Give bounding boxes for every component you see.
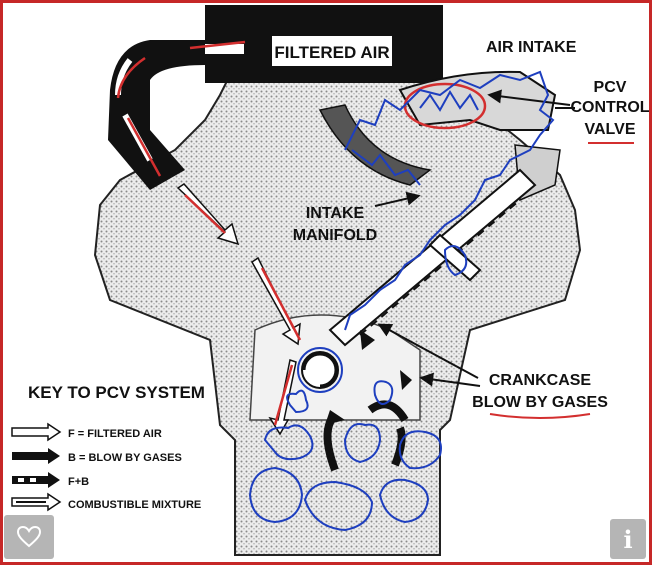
pcv-key: KEY TO PCV SYSTEM F = FILTERED AIR B = B… [11,383,205,512]
favorite-button[interactable] [4,515,54,559]
crankshaft [301,330,412,472]
crankcase-underline [489,413,591,419]
key-item-f-plus-b: F+B [12,472,89,488]
air-intake-label: AIR INTAKE [486,39,577,56]
filtered-air-label: FILTERED AIR [274,43,389,62]
key-item-blow-by: B = BLOW BY GASES [12,448,182,464]
pcv-label-line1: PCV [594,79,627,96]
key-item-label: F = FILTERED AIR [68,428,162,440]
crankcase-line2: BLOW BY GASES [472,394,608,411]
key-item-filtered-air: F = FILTERED AIR [11,422,162,442]
crankcase-line1: CRANKCASE [489,372,592,389]
pcv-hose [318,70,561,202]
intake-manifold-pointer [374,191,421,207]
red-annotations [116,40,487,426]
key-item-label: F+B [68,476,89,488]
crankcase-pointer-2 [419,372,481,387]
air-cleaner: FILTERED AIR [172,5,482,83]
key-title: KEY TO PCV SYSTEM [28,383,205,402]
key-item-label: B = BLOW BY GASES [68,452,182,464]
info-icon: i [623,524,633,554]
key-item-combustible: COMBUSTIBLE MIXTURE [11,492,201,512]
pcv-label-line2: CONTROL [570,99,649,116]
intake-manifold-line2: MANIFOLD [293,227,377,244]
crankcase-pointer-1 [377,323,479,379]
intake-manifold-line1: INTAKE [306,205,365,222]
key-item-label: COMBUSTIBLE MIXTURE [68,499,201,511]
info-button[interactable]: i [610,519,646,559]
pcv-label-line3: VALVE [585,121,636,138]
heart-icon [16,525,42,548]
blue-annotations [248,70,555,532]
pcv-pointer [487,89,571,106]
valve-train [328,168,537,347]
